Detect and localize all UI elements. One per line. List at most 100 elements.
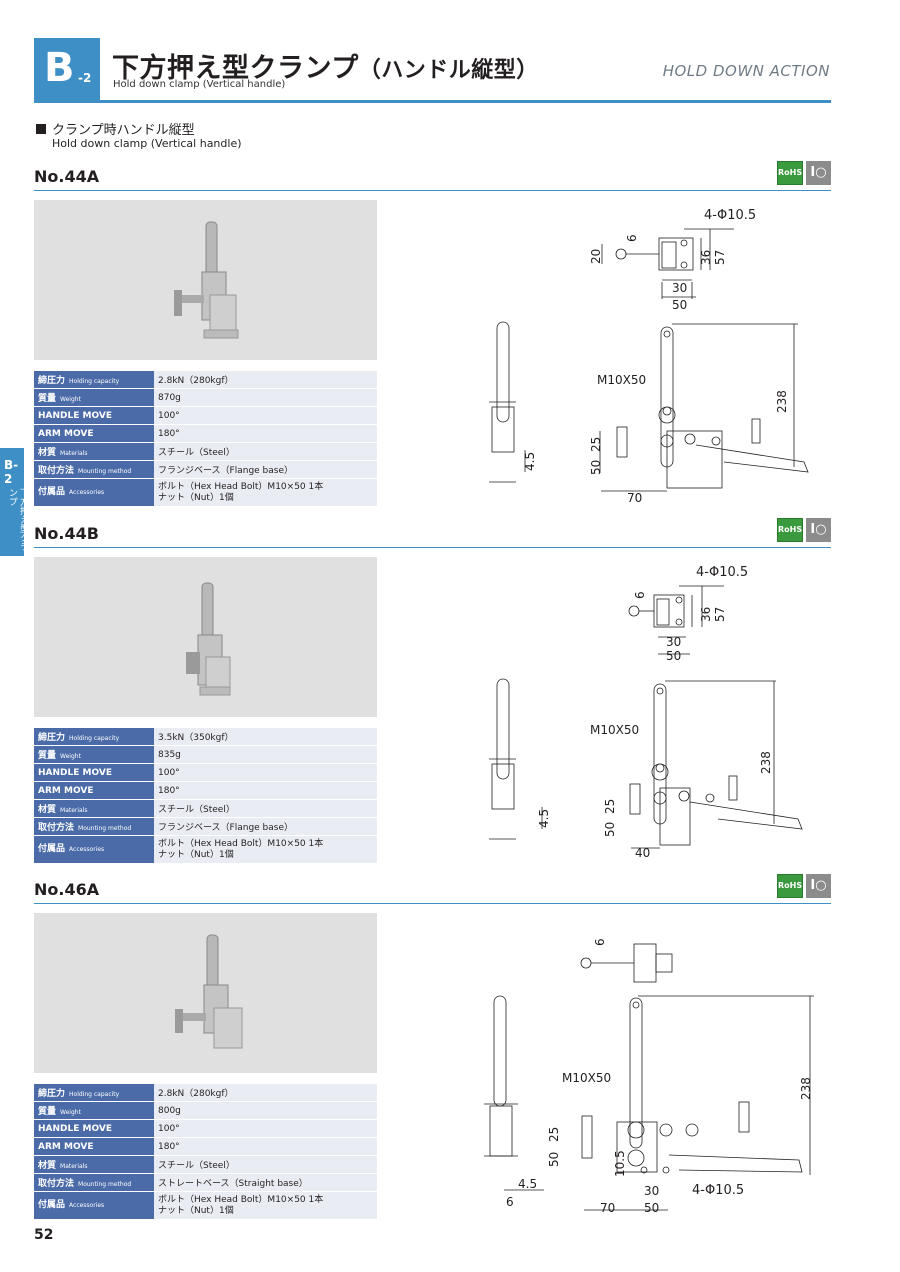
rohs-badge: RoHS xyxy=(777,874,803,898)
spec-key: 取付方法 xyxy=(38,823,75,833)
spec-value: スチール（Steel） xyxy=(154,800,377,817)
spec-key-en: Accessories xyxy=(69,489,105,496)
dim-label: 36 xyxy=(699,250,713,265)
dim-label: 4.5 xyxy=(518,1177,537,1191)
dim-label: 25 xyxy=(603,799,617,814)
dim-label: 4.5 xyxy=(537,809,551,828)
dim-label: 30 xyxy=(672,281,687,295)
spec-value: ボルト（Hex Head Bolt）M10×50 1本ナット（Nut）1個 xyxy=(154,836,377,863)
dim-label: 25 xyxy=(589,437,603,452)
spec-value: スチール（Steel） xyxy=(154,443,377,460)
dim-label: 10.5 xyxy=(613,1150,627,1177)
spec-value: 800g xyxy=(154,1102,377,1119)
spec-key: 付属品 xyxy=(38,844,66,854)
side-index-tab[interactable]: B-2 下方押え型クランプ xyxy=(0,448,28,556)
spec-key: ARM MOVE xyxy=(34,425,154,442)
dim-label: M10X50 xyxy=(597,373,646,387)
dim-label: 6 xyxy=(506,1195,514,1209)
accessory-line: ボルト（Hex Head Bolt）M10×50 1本 xyxy=(158,1194,324,1205)
product-photo xyxy=(34,200,377,360)
dim-label: 30 xyxy=(666,635,681,649)
spec-value: 180° xyxy=(154,425,377,442)
spec-key-en: Accessories xyxy=(69,846,105,853)
dim-label: 6 xyxy=(625,234,639,242)
technical-drawing: 4-Φ10.5 6 36 57 30 50 M10X50 238 25 50 4… xyxy=(434,524,831,860)
accessory-line: ボルト（Hex Head Bolt）M10×50 1本 xyxy=(158,838,324,849)
spec-key: 質量 xyxy=(38,751,57,761)
io-badge: I○ xyxy=(806,874,831,898)
side-tab-vertical: 下方押え型クランプ xyxy=(7,488,28,551)
product-rule xyxy=(34,903,831,904)
spec-key: HANDLE MOVE xyxy=(34,1120,154,1137)
spec-key-en: Materials xyxy=(60,807,88,814)
spec-key-en: Weight xyxy=(60,753,81,760)
dim-label: 4-Φ10.5 xyxy=(704,208,756,223)
accessory-line: ボルト（Hex Head Bolt）M10×50 1本 xyxy=(158,481,324,492)
product-photo xyxy=(34,557,377,717)
spec-key-en: Mounting method xyxy=(78,1181,132,1188)
dim-label: 238 xyxy=(759,751,773,774)
spec-key-en: Mounting method xyxy=(78,468,132,475)
dim-label: 50 xyxy=(672,298,687,312)
dim-label: 4-Φ10.5 xyxy=(696,565,748,580)
dim-label: 25 xyxy=(547,1127,561,1142)
section-title-text: クランプ時ハンドル縦型 xyxy=(52,123,195,138)
accessory-line: ナット（Nut）1個 xyxy=(158,1205,234,1216)
dim-label: 20 xyxy=(589,249,603,264)
spec-value: フランジベース（Flange base） xyxy=(154,461,377,478)
dim-label: 4.5 xyxy=(523,452,537,471)
dim-label: 4-Φ10.5 xyxy=(692,1183,744,1198)
dim-label: 50 xyxy=(547,1152,561,1167)
product-rule xyxy=(34,190,831,191)
spec-key-en: Holding capacity xyxy=(69,1091,120,1098)
spec-value: 180° xyxy=(154,1138,377,1155)
io-badge: I○ xyxy=(806,518,831,542)
dim-label: 36 xyxy=(699,607,713,622)
spec-value: ストレートベース（Straight base） xyxy=(154,1174,377,1191)
spec-value: フランジベース（Flange base） xyxy=(154,818,377,835)
spec-key-en: Holding capacity xyxy=(69,378,120,385)
spec-value: 870g xyxy=(154,389,377,406)
badge-number: -2 xyxy=(78,71,92,85)
dim-label: 6 xyxy=(633,591,647,599)
section-subtitle: Hold down clamp (Vertical handle) xyxy=(52,137,242,150)
rohs-badge: RoHS xyxy=(777,518,803,542)
dim-label: 50 xyxy=(589,460,603,475)
dim-label: 40 xyxy=(635,846,650,860)
dim-label: 57 xyxy=(713,607,727,622)
dim-label: 57 xyxy=(713,250,727,265)
dim-label: 6 xyxy=(593,938,607,946)
product-name: No.46A xyxy=(34,880,100,899)
spec-key: 締圧力 xyxy=(38,1089,66,1099)
spec-key-en: Weight xyxy=(60,396,81,403)
spec-key: 取付方法 xyxy=(38,466,75,476)
spec-key-en: Materials xyxy=(60,1163,88,1170)
spec-value: 2.8kN（280kgf） xyxy=(154,1084,377,1101)
spec-value: 2.8kN（280kgf） xyxy=(154,371,377,388)
spec-key-en: Holding capacity xyxy=(69,735,120,742)
spec-value: スチール（Steel） xyxy=(154,1156,377,1173)
dim-label: 50 xyxy=(644,1201,659,1215)
spec-key: HANDLE MOVE xyxy=(34,407,154,424)
title-paren: （ハンドル縦型） xyxy=(358,58,539,83)
section-title: クランプ時ハンドル縦型 xyxy=(36,119,195,138)
spec-key-en: Accessories xyxy=(69,1202,105,1209)
